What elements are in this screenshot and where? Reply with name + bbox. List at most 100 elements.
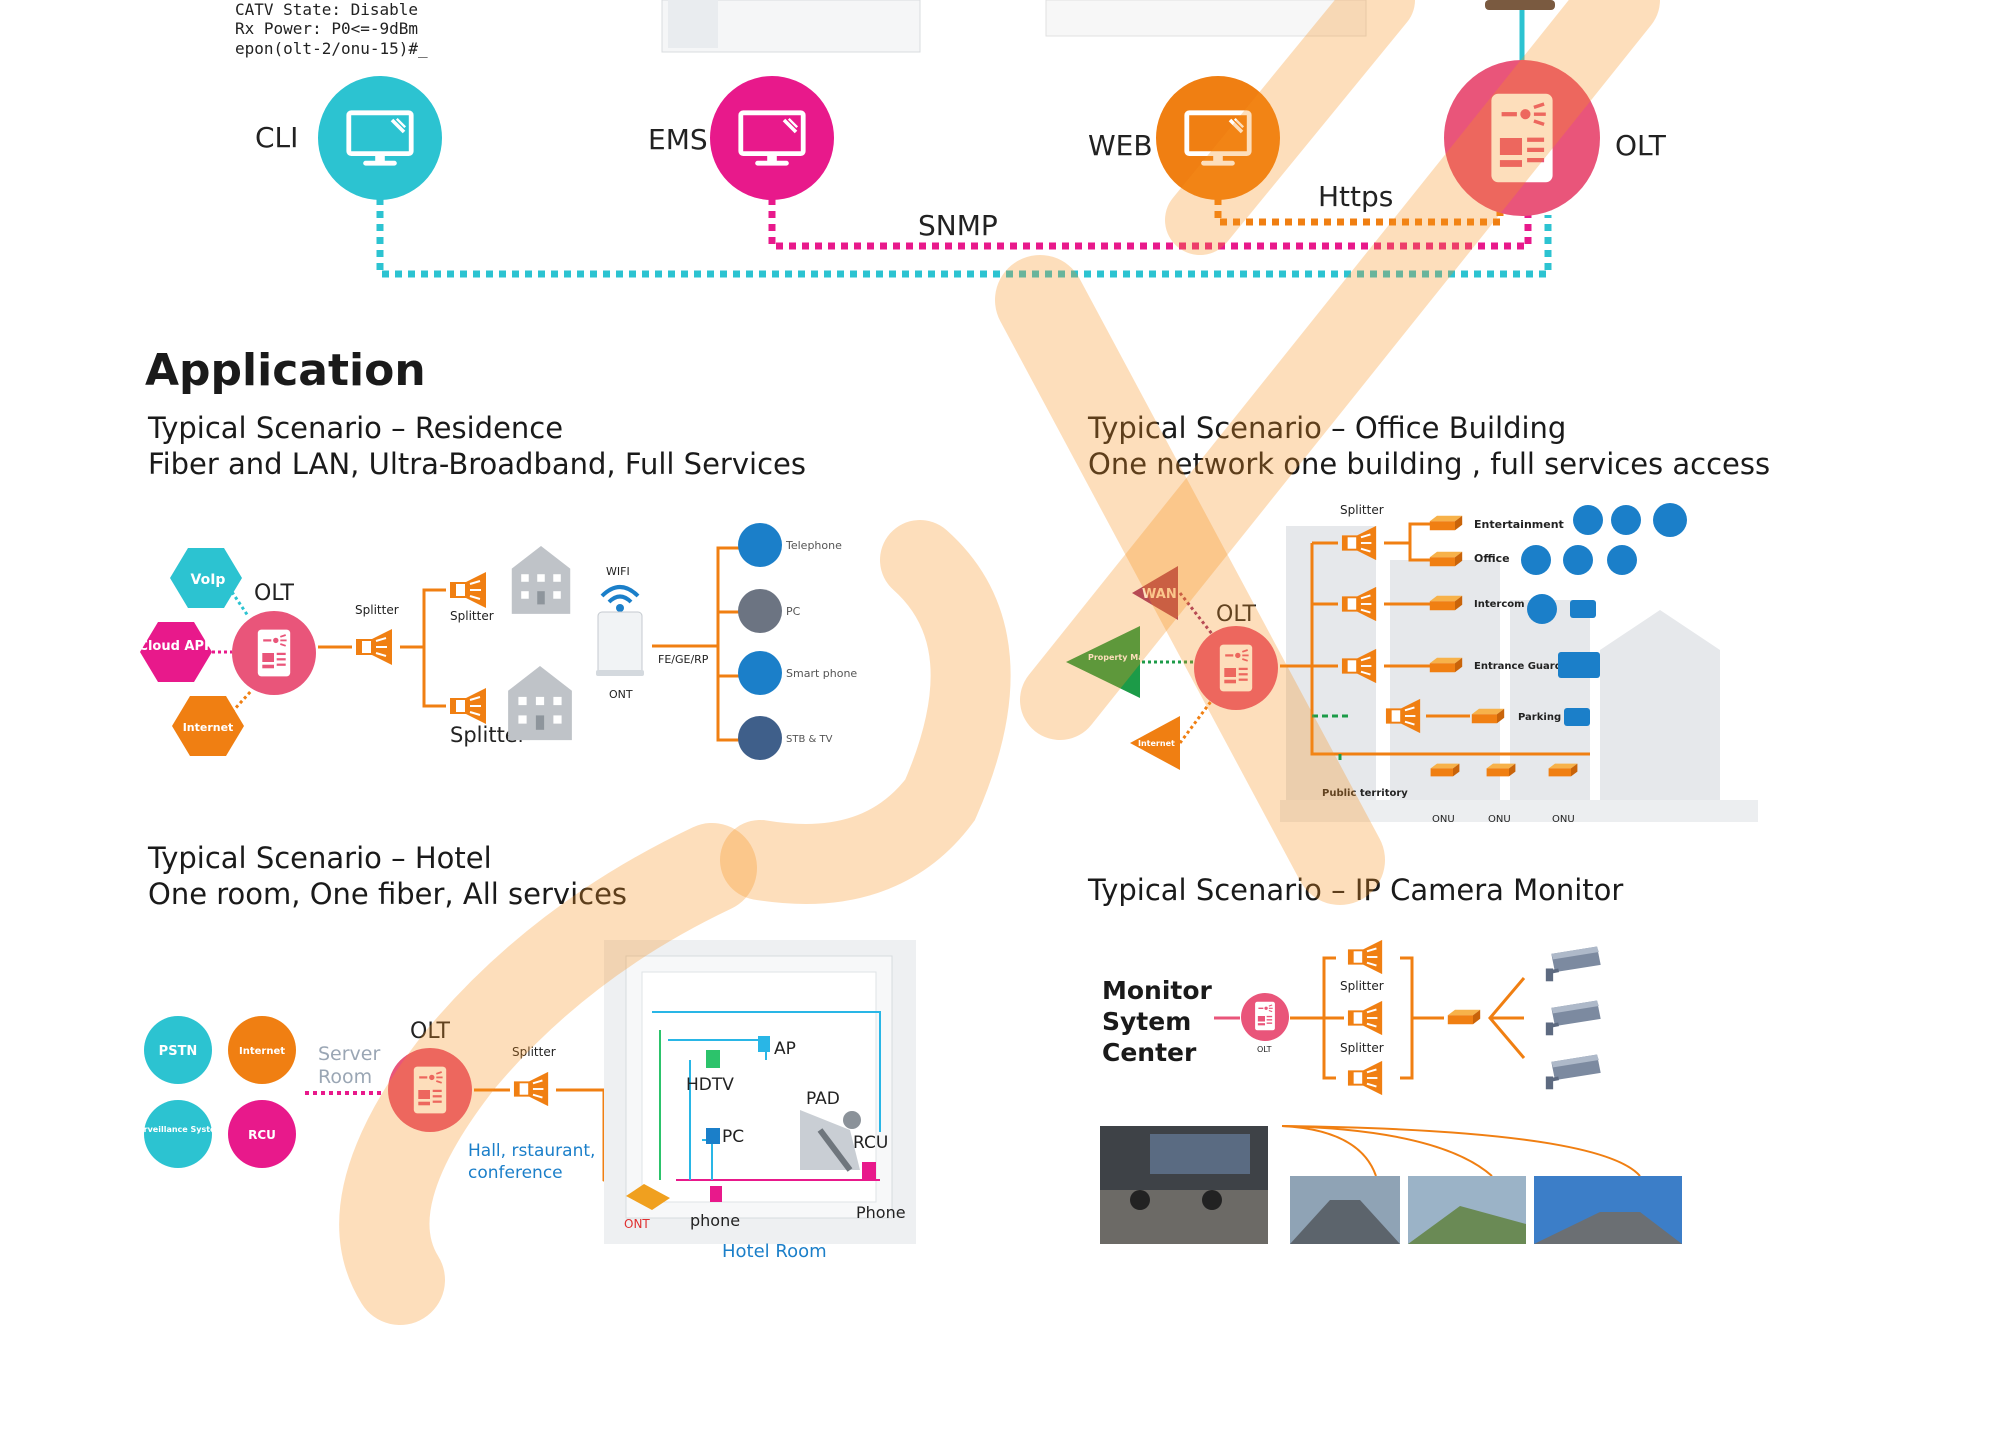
- office-buildings-background: [1280, 526, 1758, 822]
- pstn-label: PSTN: [159, 1044, 198, 1059]
- onu-label-2: ONU: [1488, 814, 1511, 825]
- hall-label-2: conference: [468, 1163, 563, 1183]
- device-pc: PC: [786, 605, 801, 618]
- splitter-icon: [355, 628, 393, 666]
- camera-splitter-label-2: Splitter: [1340, 1041, 1384, 1055]
- hotel-internet-circle: [228, 1016, 296, 1084]
- olt-label: OLT: [1615, 129, 1667, 162]
- hotel-room-caption: Hotel Room: [722, 1241, 827, 1262]
- pc-icon: [738, 589, 782, 633]
- olt-node: [1444, 60, 1600, 216]
- office-row-intercom: Intercom: [1474, 599, 1525, 610]
- splitter-icon: [1346, 1059, 1384, 1097]
- cli-line-2: Rx Power: P0<=-9dBm: [235, 19, 418, 38]
- ip-camera-icon: [1544, 944, 1603, 982]
- web-node: [1156, 76, 1280, 200]
- splitter-icon: [1346, 999, 1384, 1037]
- management-section: CATV State: Disable Rx Power: P0<=-9dBm …: [235, 0, 1667, 278]
- id-card-icon: [1558, 652, 1600, 678]
- tv-icon: [1573, 505, 1603, 535]
- ip-camera-icon: [1544, 998, 1603, 1036]
- onu-box-icon: [1471, 708, 1505, 724]
- cli-node: [318, 76, 442, 200]
- ip-camera-icon: [1544, 1052, 1603, 1090]
- onu-label-3: ONU: [1552, 814, 1575, 825]
- splitter-icon: [449, 571, 487, 609]
- onu-box-icon: [1429, 551, 1463, 567]
- camera-title: Typical Scenario – IP Camera Monitor: [1087, 873, 1623, 907]
- ems-node: [710, 76, 834, 200]
- smartphone-icon: [738, 651, 782, 695]
- monitor-center-label-1: Monitor: [1102, 976, 1213, 1005]
- wan-label: WAN: [1142, 587, 1177, 602]
- camera-olt-label: OLT: [1257, 1045, 1272, 1054]
- residence-olt-label: OLT: [254, 581, 295, 606]
- pc-icon: [706, 1128, 720, 1144]
- device-smartphone: Smart phone: [786, 667, 857, 680]
- property-label: Property Management: [1088, 653, 1189, 662]
- office-row-entertainment: Entertainment: [1474, 518, 1564, 531]
- office-row-office: Office: [1474, 552, 1510, 565]
- voip-label: VoIp: [191, 572, 226, 588]
- web-screenshot-thumbnail: [1045, 0, 1367, 37]
- onu-label-1: ONU: [1432, 814, 1455, 825]
- intercom-icon: [1527, 594, 1557, 624]
- pstn-circle: [144, 1016, 212, 1084]
- onu-box-icon: [1429, 515, 1463, 531]
- ont-router-icon: [596, 611, 644, 676]
- rcu-circle: [228, 1100, 296, 1168]
- office-row-parking: Parking: [1518, 712, 1561, 723]
- office-row-entrance: Entrance Guard: [1474, 661, 1562, 672]
- public-territory-label: Public territory: [1322, 788, 1408, 799]
- watermark: [339, 0, 1660, 1325]
- onu-box-icon: [1447, 1009, 1481, 1025]
- pc-icon: [1611, 505, 1641, 535]
- room-phone: phone: [690, 1211, 740, 1230]
- hotel-subtitle: One room, One fiber, All services: [148, 877, 627, 911]
- phone-icon: [710, 1186, 722, 1202]
- cloud-app-hexagon: [140, 622, 212, 682]
- hotel-internet-label: Internet: [239, 1046, 285, 1057]
- camera-scenario: Typical Scenario – IP Camera Monitor Mon…: [1087, 873, 1682, 1244]
- monitor-icon: [1563, 545, 1593, 575]
- hotel-title: Typical Scenario – Hotel: [147, 841, 492, 875]
- house-icon: [511, 545, 571, 614]
- hotel-splitter-label: Splitter: [512, 1045, 556, 1059]
- hotel-olt-label: OLT: [410, 1019, 451, 1044]
- residence-scenario: Typical Scenario – Residence Fiber and L…: [138, 411, 857, 760]
- residence-splitter-label-2: Splitter: [450, 609, 494, 623]
- property-triangle: [1066, 626, 1140, 698]
- snmp-label: SNMP: [918, 209, 998, 242]
- highway-photo-1: [1290, 1176, 1400, 1244]
- highway-photo-3: [1534, 1176, 1682, 1244]
- server-room-label-2: Room: [318, 1066, 372, 1088]
- internet-label: Internet: [183, 721, 234, 734]
- ont-box-icon: [626, 1184, 670, 1210]
- parking-server-icon: [1564, 708, 1590, 726]
- office-internet-triangle: [1130, 716, 1180, 770]
- snmp-link: [768, 198, 1532, 250]
- onu-box-icon: [1429, 595, 1463, 611]
- office-splitter-label: Splitter: [1340, 503, 1384, 517]
- apartment-icon: [508, 666, 572, 741]
- cloud-app-label: Cloud APP: [138, 639, 213, 654]
- camera-splitter-label-1: Splitter: [1340, 979, 1384, 993]
- https-link: [1214, 198, 1504, 226]
- splitter-icon: [449, 687, 487, 725]
- room-rcu: RCU: [853, 1133, 888, 1153]
- room-phone-2: Phone: [856, 1203, 906, 1222]
- splitter-icon: [512, 1070, 550, 1108]
- residence-subtitle: Fiber and LAN, Ultra-Broadband, Full Ser…: [148, 447, 806, 481]
- port-label: FE/GE/RP: [658, 653, 709, 666]
- office-title: Typical Scenario – Office Building: [1087, 411, 1566, 445]
- olt-icon: [1254, 1000, 1276, 1032]
- wifi-label: WIFI: [606, 565, 630, 578]
- office-scenario: Typical Scenario – Office Building One n…: [1066, 411, 1770, 825]
- cli-label: CLI: [255, 121, 298, 154]
- cli-line-3: epon(olt-2/onu-15)#_: [235, 39, 428, 58]
- room-ont: ONT: [624, 1217, 650, 1231]
- https-label: Https: [1318, 180, 1393, 213]
- wifi-icon: [1653, 503, 1687, 537]
- hotel-room-illustration: [604, 940, 916, 1244]
- room-hdtv: HDTV: [686, 1075, 734, 1095]
